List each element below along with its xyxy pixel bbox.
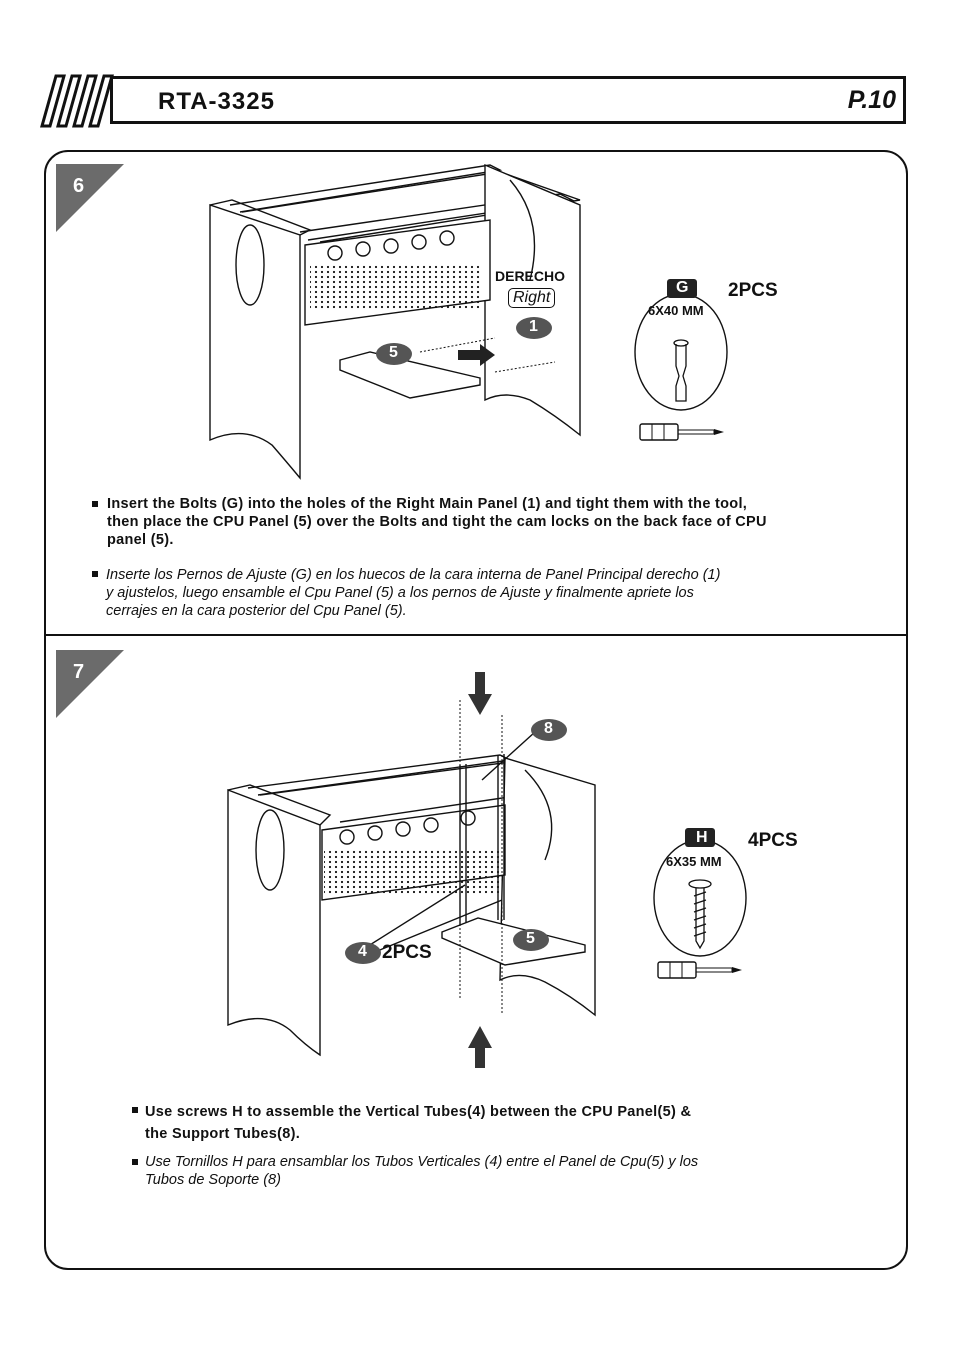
- label-derecho: DERECHO: [495, 268, 566, 284]
- part-1-number: 1: [529, 318, 538, 335]
- instruction-panel: [44, 150, 908, 1270]
- step-7-text-en: Use screws H to assemble the Vertical Tu…: [145, 1104, 692, 1142]
- model-number: RTA-3325: [158, 88, 275, 115]
- bullet: [92, 571, 98, 577]
- step-7-text-es: Use Tornillos H para ensamblar los Tubos…: [145, 1154, 699, 1188]
- screwdriver-icon: [657, 961, 742, 979]
- header-stripes: [40, 74, 114, 128]
- bullet: [132, 1107, 138, 1113]
- step-7-diagram: [227, 672, 596, 1068]
- bolt-g-illustration: [634, 279, 728, 411]
- hardware-g-letter: G: [676, 279, 689, 296]
- step-6-text-es: Inserte los Pernos de Ajuste (G) en los …: [106, 567, 721, 619]
- page-header: RTA-3325 P.10: [0, 0, 954, 140]
- screwdriver-icon: [639, 423, 724, 441]
- hardware-g-size: 6X40 MM: [648, 303, 704, 318]
- step-6-number: 6: [73, 175, 85, 197]
- step-6-badge: [56, 164, 124, 232]
- part-5-number: 5: [526, 930, 535, 947]
- hardware-h-letter: H: [696, 829, 708, 846]
- part-8-badge: [531, 719, 567, 741]
- part-8-number: 8: [544, 720, 553, 737]
- hardware-h-qty: 4PCS: [748, 830, 798, 851]
- step-7-number: 7: [73, 661, 85, 683]
- hardware-h-size: 6X35 MM: [666, 854, 722, 869]
- page-number: P.10: [847, 86, 896, 114]
- step-7-badge: [56, 650, 124, 718]
- step-6-diagram: [209, 163, 581, 480]
- label-right: Right: [508, 288, 556, 308]
- part-1-badge: [516, 317, 552, 339]
- hardware-g-qty: 2PCS: [728, 280, 778, 301]
- part-5-badge: [376, 343, 412, 365]
- part-5-number: 5: [389, 344, 398, 361]
- bullet: [132, 1159, 138, 1165]
- part-4-badge: [345, 942, 381, 964]
- part-4-qty: 2PCS: [382, 942, 432, 963]
- bullet: [92, 501, 98, 507]
- screw-h-illustration: [653, 828, 747, 957]
- step-6-text-en: Insert the Bolts (G) into the holes of t…: [107, 496, 767, 548]
- part-5-badge: [513, 929, 549, 951]
- step-divider: [44, 634, 908, 636]
- part-4-number: 4: [358, 943, 367, 960]
- header-frame: [110, 76, 906, 124]
